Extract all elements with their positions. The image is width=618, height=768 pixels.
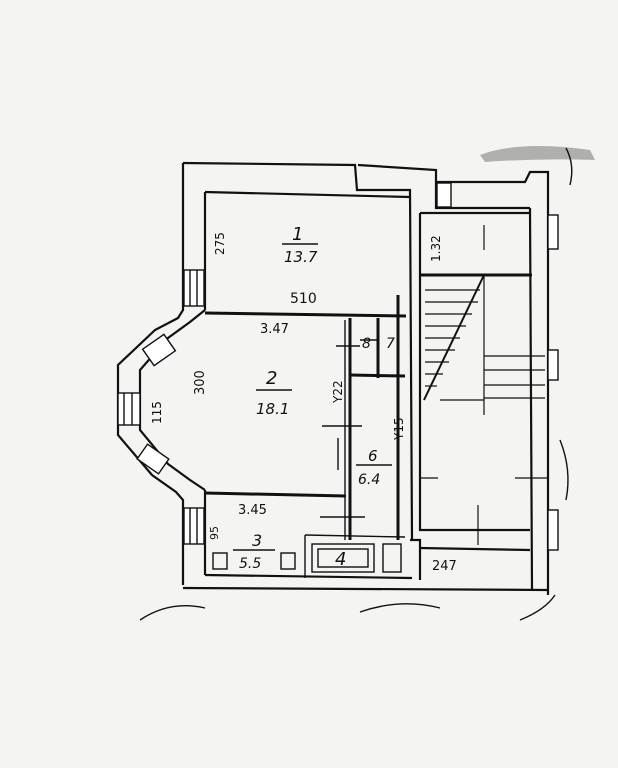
room-2-area: 18.1 [256, 400, 289, 418]
dim-347: 3.47 [260, 322, 289, 337]
dim-510: 510 [290, 291, 317, 307]
room-6-number: 6 [368, 447, 378, 465]
dim-275: 275 [213, 232, 227, 255]
windows [117, 182, 559, 551]
room-1-area: 13.7 [284, 248, 318, 266]
room-1-number: 1 [292, 224, 303, 245]
thin-walls [304, 320, 406, 578]
room-7-number: 7 [386, 336, 395, 352]
room-8-number: 8 [362, 336, 371, 352]
interior-walls [204, 295, 407, 540]
staircase [420, 225, 548, 545]
room-6-area: 6.4 [358, 472, 380, 488]
fixtures [212, 543, 402, 573]
dim-122: Y22 [331, 380, 345, 404]
smudge-mark [480, 146, 595, 162]
dim-95: 95 [208, 526, 221, 540]
dim-132: 1.32 [429, 235, 443, 262]
outer-walls [116, 161, 550, 595]
dim-415: Y15 [392, 417, 406, 441]
terrain-lines [139, 147, 573, 621]
room-3-number: 3 [252, 531, 262, 550]
dim-115: 115 [150, 401, 164, 424]
room-2-number: 2 [266, 368, 277, 389]
dim-247: 247 [432, 559, 457, 574]
room-4-number: 4 [335, 549, 346, 570]
room-3-area: 5.5 [239, 556, 261, 572]
dim-300: 300 [193, 370, 208, 395]
dim-345: 3.45 [238, 503, 267, 518]
